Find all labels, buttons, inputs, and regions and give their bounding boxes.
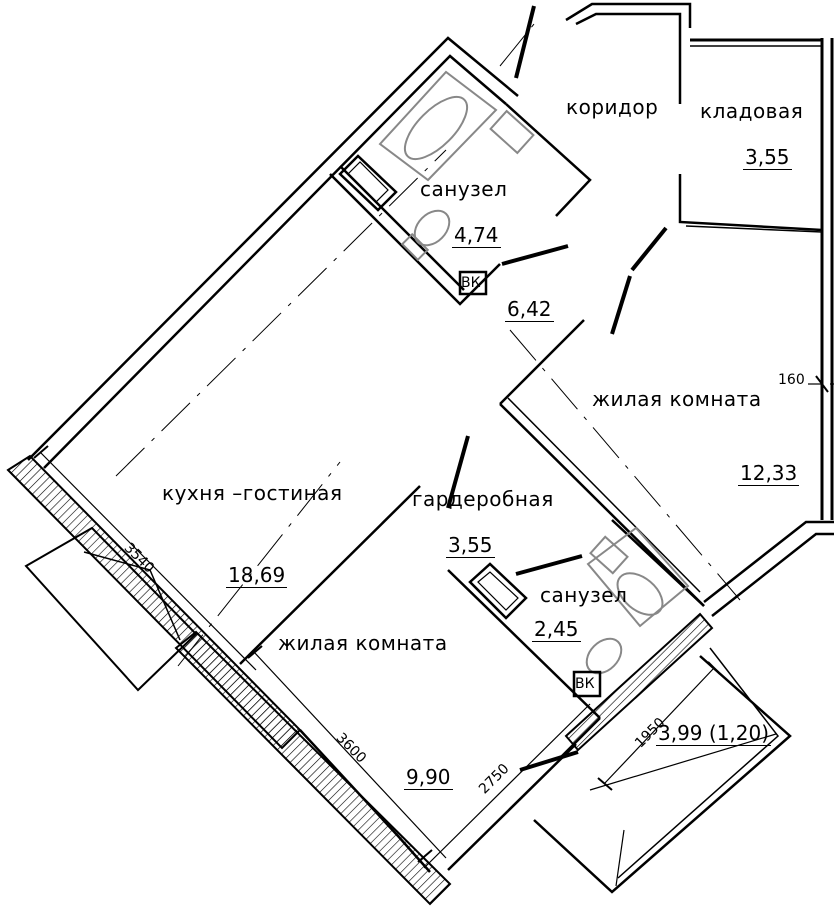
doors xyxy=(446,5,668,772)
room-name-bathroom-bottom: санузел xyxy=(540,583,628,607)
room-name-living-room-right: жилая комната xyxy=(592,387,762,411)
fixtures xyxy=(378,70,690,675)
room-area-kitchen-living: 18,69 xyxy=(226,563,288,588)
room-name-living-room-bottom: жилая комната xyxy=(278,631,448,655)
room-area-bathroom-top: 4,74 xyxy=(452,223,501,248)
room-area-living-room-bottom: 9,90 xyxy=(404,765,453,790)
outer-walls xyxy=(6,2,834,906)
room-name-bathroom-top: санузел xyxy=(420,177,508,201)
room-name-storage: кладовая xyxy=(700,99,804,123)
room-area-corridor: 6,42 xyxy=(505,297,554,322)
room-area-storage: 3,55 xyxy=(743,145,792,170)
vent-mark-top: ВК xyxy=(461,275,481,291)
dimension-160: 160 xyxy=(778,372,805,388)
vent-shafts xyxy=(338,154,602,698)
dimension-lines xyxy=(33,375,834,869)
balcony-shapes xyxy=(24,526,792,894)
section-lines xyxy=(115,23,741,667)
room-name-wardrobe: гардеробная xyxy=(412,487,554,511)
vent-mark-bottom: ВК xyxy=(575,676,595,692)
room-name-corridor: коридор xyxy=(566,95,659,119)
room-area-wardrobe: 3,55 xyxy=(446,533,495,558)
room-name-kitchen-living: кухня –гостиная xyxy=(162,481,343,505)
room-area-living-room-right: 12,33 xyxy=(738,461,800,486)
room-area-bathroom-bottom: 2,45 xyxy=(532,617,581,642)
room-area-balcony: 3,99 (1,20) xyxy=(656,721,772,746)
